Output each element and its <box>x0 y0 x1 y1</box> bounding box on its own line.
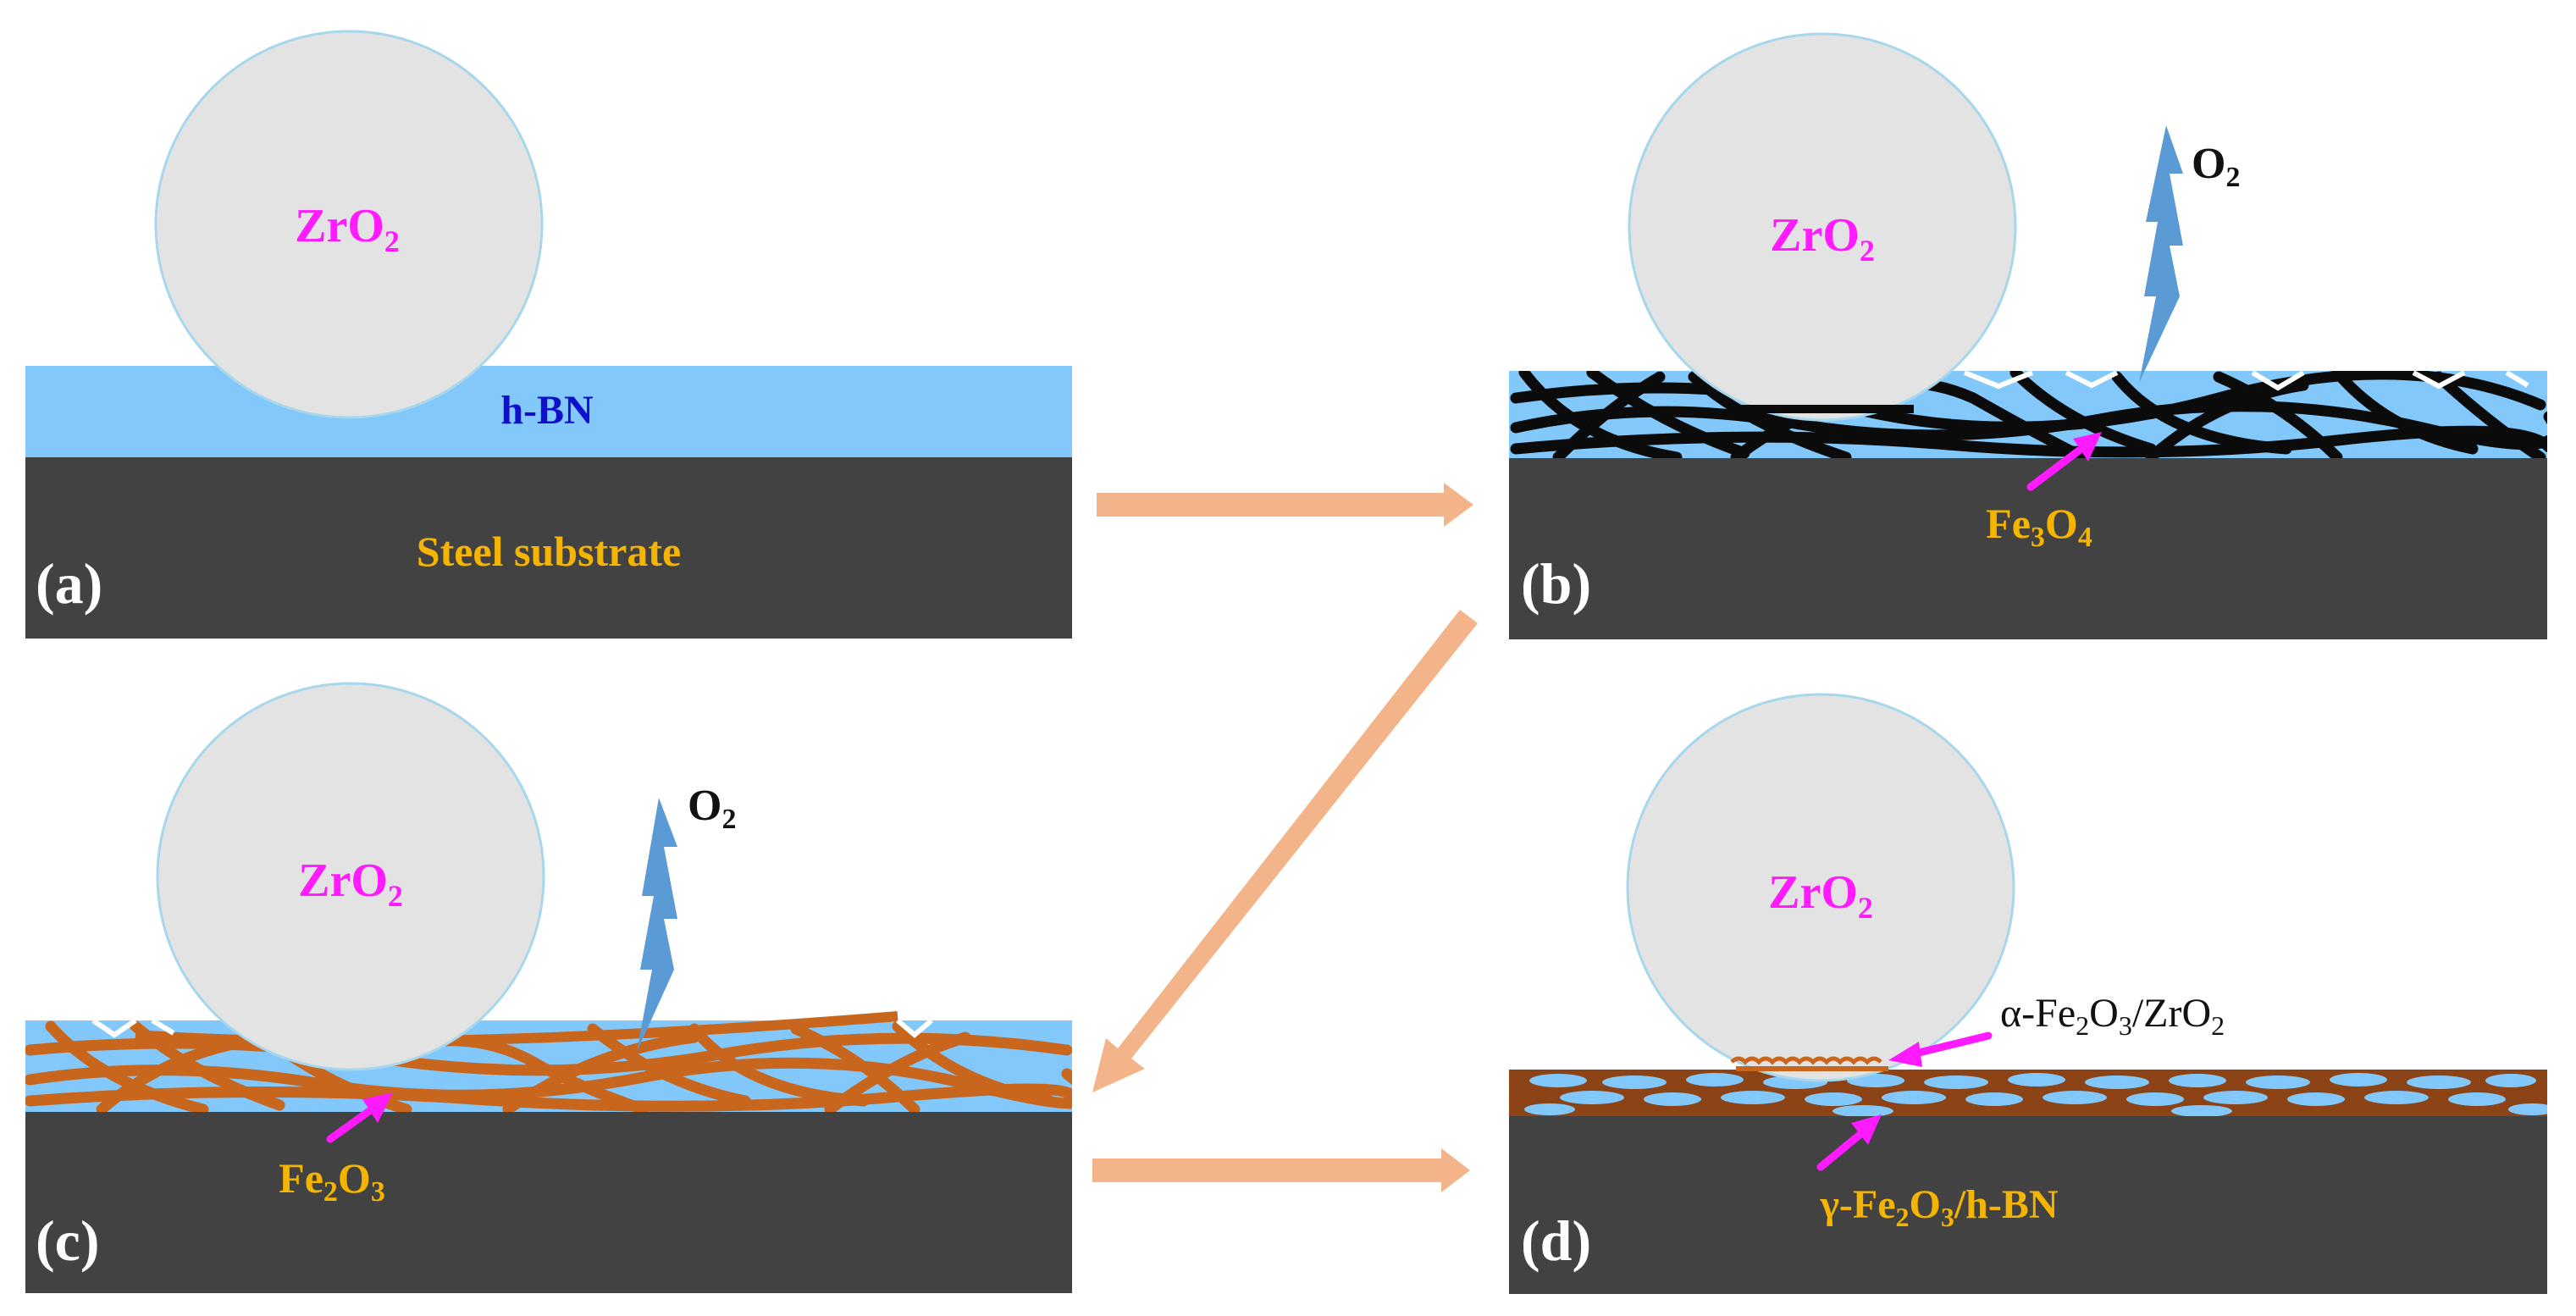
alpha-fe2o3-particles <box>1730 1056 1888 1071</box>
panel-letter-d: (d) <box>1521 1208 1591 1273</box>
steel-substrate <box>25 1112 1072 1293</box>
panel-c: ZrO2 O2 Fe2O3 (c) <box>25 682 1072 1293</box>
zro2-ball <box>1628 32 2017 422</box>
lightning-bolt-icon <box>637 798 677 1052</box>
panel-b: ZrO2 O2 Fe3O4 (b) <box>1509 32 2547 639</box>
zro2-label: ZrO2 <box>298 854 403 913</box>
hbn-flakes <box>1524 1073 2547 1116</box>
hbn-layer <box>25 366 1072 457</box>
block-arrow-icon <box>1097 483 1473 527</box>
hbn-label: h-BN <box>500 388 594 433</box>
block-arrow-icon <box>1092 610 1478 1092</box>
zro2-ball <box>154 30 544 419</box>
pointer-arrow-icon <box>1816 1114 1882 1171</box>
fe3o4-fiber-network <box>1510 371 2547 458</box>
panel-a: ZrO2 h-BN Steel substrate (a) <box>25 30 1072 639</box>
fiber-cracks <box>1963 370 2529 391</box>
lightning-bolt-icon <box>2139 125 2183 383</box>
steel-substrate-label: Steel substrate <box>417 528 681 575</box>
pointer-arrow-icon <box>2026 432 2102 491</box>
zro2-label: ZrO2 <box>295 200 400 258</box>
fiber-cracks <box>91 1018 933 1038</box>
panel-letter-c: (c) <box>36 1208 99 1273</box>
contact-zone <box>1732 405 1914 413</box>
fe3o4-label: Fe3O4 <box>1986 500 2092 553</box>
zro2-label: ZrO2 <box>1768 866 1873 925</box>
pointer-arrow-icon <box>326 1092 393 1143</box>
pointer-arrow-icon <box>1888 1031 1993 1067</box>
fe2o3-top-band <box>135 1011 898 1047</box>
panel-letter-a: (a) <box>36 551 102 616</box>
oxygen-label: O2 <box>688 782 736 835</box>
zro2-ball <box>156 682 545 1071</box>
alpha-fe2o3-zro2-label: α-Fe2O3/ZrO2 <box>2000 991 2225 1041</box>
zro2-ball <box>1626 693 2015 1082</box>
block-arrow-icon <box>1092 1148 1470 1192</box>
steel-substrate <box>1509 1116 2547 1294</box>
flow-arrows <box>1092 483 1478 1192</box>
steel-substrate <box>25 457 1072 639</box>
oxygen-label: O2 <box>2192 140 2240 193</box>
panel-letter-b: (b) <box>1521 551 1591 616</box>
gamma-fe2o3-hbn-label: γ-Fe2O3/h-BN <box>1819 1182 2058 1232</box>
panel-d: ZrO2 α-Fe2O3/ZrO2 γ-Fe2O3/h-BN (d) <box>1509 693 2547 1294</box>
zro2-label: ZrO2 <box>1770 209 1875 268</box>
fe2o3-label: Fe2O3 <box>279 1154 385 1208</box>
